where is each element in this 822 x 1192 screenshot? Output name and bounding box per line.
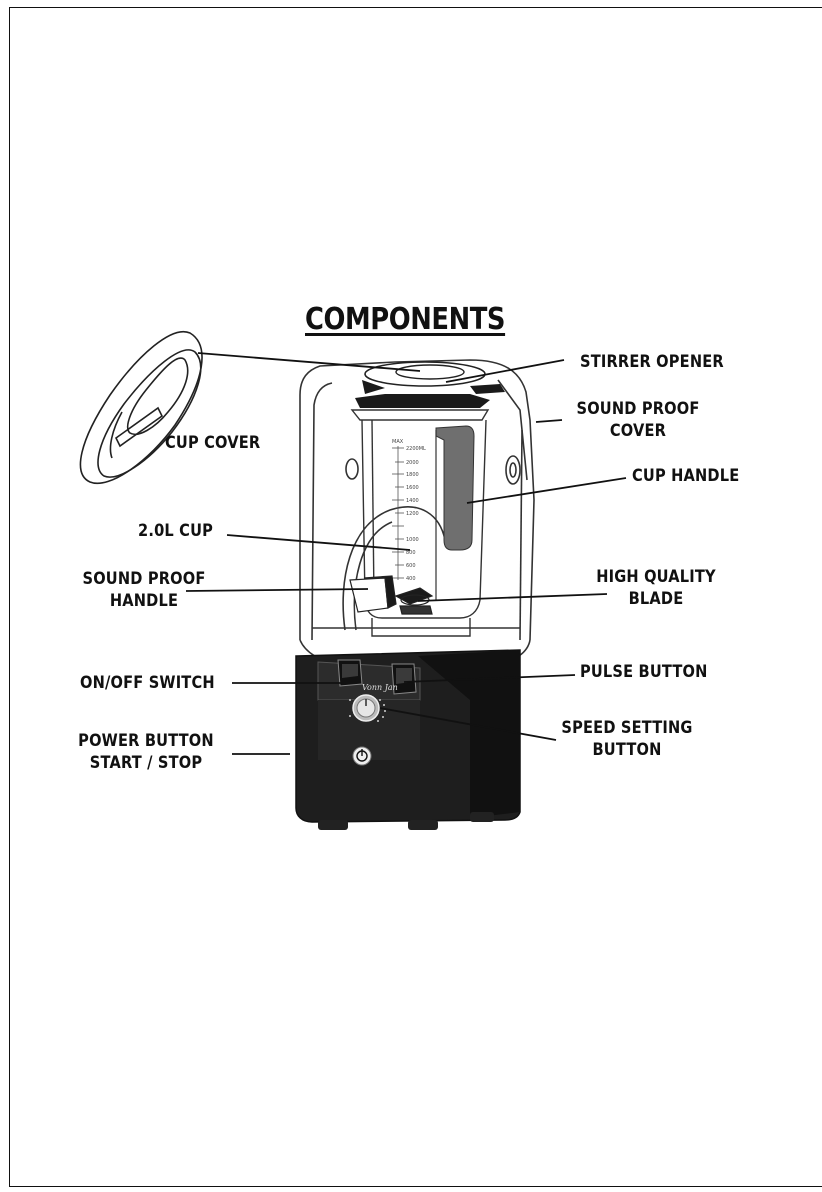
scale-mark: 400 bbox=[406, 576, 416, 582]
label-line: SOUND PROOF bbox=[573, 398, 704, 420]
label-sound-proof-handle: SOUND PROOF HANDLE bbox=[79, 568, 210, 612]
label-2l-cup: 2.0L CUP bbox=[138, 520, 213, 542]
leader-line-sound-proof-cover bbox=[536, 420, 562, 422]
label-high-quality-blade: HIGH QUALITY BLADE bbox=[591, 566, 722, 610]
brand-wordmark: Vonn Jan bbox=[362, 683, 398, 692]
cup-cover-illustration bbox=[80, 332, 202, 484]
scale-mark: 1000 bbox=[406, 537, 419, 543]
label-stirrer-opener: STIRRER OPENER bbox=[580, 351, 724, 373]
measuring-scale bbox=[392, 446, 404, 580]
label-pulse-button: PULSE BUTTON bbox=[580, 661, 708, 683]
power-button-illustration bbox=[353, 747, 371, 765]
label-cup-cover: CUP COVER bbox=[165, 432, 260, 454]
label-line: SPEED SETTING bbox=[559, 717, 695, 739]
leader-line-cup bbox=[227, 535, 410, 550]
scale-mark: 1400 bbox=[406, 498, 419, 504]
scale-mark: 1800 bbox=[406, 472, 419, 478]
leader-line-blade bbox=[418, 594, 607, 601]
label-line: HIGH QUALITY bbox=[591, 566, 722, 588]
scale-max-label: MAX bbox=[392, 439, 404, 445]
scale-mark: 1600 bbox=[406, 485, 419, 491]
label-line: COVER bbox=[573, 420, 704, 442]
stirrer-opener-illustration bbox=[355, 362, 505, 408]
scale-mark: 800 bbox=[406, 550, 416, 556]
label-line: START / STOP bbox=[74, 752, 218, 774]
label-line: SOUND PROOF bbox=[79, 568, 210, 590]
sound-proof-handle-illustration bbox=[350, 576, 396, 612]
label-on-off-switch: ON/OFF SWITCH bbox=[80, 672, 215, 694]
label-line: HANDLE bbox=[79, 590, 210, 612]
label-line: POWER BUTTON bbox=[74, 730, 218, 752]
scale-mark: 2000 bbox=[406, 460, 419, 466]
label-power-button: POWER BUTTON START / STOP bbox=[74, 730, 218, 774]
label-line: BLADE bbox=[591, 588, 722, 610]
cup-handle-illustration bbox=[436, 426, 474, 600]
label-speed-setting-button: SPEED SETTING BUTTON bbox=[559, 717, 695, 761]
leader-line-sound-proof-handle bbox=[186, 589, 368, 591]
leader-line-cup-handle bbox=[467, 478, 626, 503]
label-cup-handle: CUP HANDLE bbox=[632, 465, 739, 487]
scale-mark: 1200 bbox=[406, 511, 419, 517]
label-sound-proof-cover: SOUND PROOF COVER bbox=[573, 398, 704, 442]
scale-mark: 600 bbox=[406, 563, 416, 569]
scale-mark: 2200ML bbox=[406, 446, 426, 452]
label-line: BUTTON bbox=[559, 739, 695, 761]
